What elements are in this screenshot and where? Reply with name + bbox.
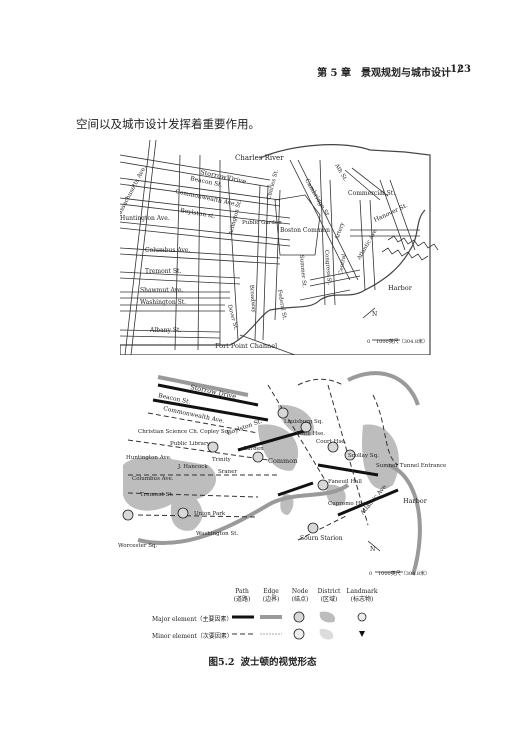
legend-col-node: Node(结点) xyxy=(291,588,309,603)
m2-trinity: Trinity xyxy=(212,457,232,463)
legend-col-landmark: Landmark(标志物) xyxy=(346,588,378,603)
m2-tremont: Tremont St. xyxy=(140,492,174,498)
boston-street-map: Charles River Storrow Drive Beacon St. C… xyxy=(120,140,439,355)
m2-boylston: Boylston St. xyxy=(226,418,263,437)
legend-row-minor: Minor element（次要因素） xyxy=(152,633,233,640)
label-central: Central xyxy=(338,254,348,276)
label-huntington: Huntington Ave. xyxy=(120,215,170,222)
m2-faneuil: Faneuil Hall xyxy=(328,479,362,485)
label-washington: Washington St. xyxy=(140,299,186,306)
m2-copley: Copley Sq. xyxy=(200,429,230,435)
m2-harbor: Harbor xyxy=(403,497,428,505)
legend-row-major: Major element（主要因素） xyxy=(152,616,233,623)
m2-christian: Christian Science Ch. xyxy=(138,429,199,435)
body-text: 空间以及城市设计发挥着重要作用。 xyxy=(76,117,260,131)
m2-atlantic: Atlantic Ave. xyxy=(359,482,390,517)
m2-columbus: Columbus Ave. xyxy=(132,476,174,482)
legend: Path(道路) Edge(边界) Node(结点) District(区域) … xyxy=(152,588,452,648)
scale-value-2: 1000英尺（304.8米） xyxy=(378,570,430,577)
m2-scollay: Scollay Sq. xyxy=(348,453,379,459)
label-albany: Albany St. xyxy=(149,327,181,334)
label-federal: Federal St. xyxy=(276,289,287,321)
label-commonwealth: Commonwealth Ave. xyxy=(175,188,238,208)
label-charles-river: Charles River xyxy=(235,154,284,162)
m2-huntington: Huntington Ave. xyxy=(126,455,172,461)
scale-bar-1: 0 1000英尺（304.8米） xyxy=(367,338,428,345)
label-harbor: Harbor xyxy=(388,284,413,292)
m2-hancock: J. Hancock xyxy=(177,464,208,470)
label-atlantic: Atlantic Ave. xyxy=(356,227,379,262)
m2-union-park: Union Park xyxy=(194,511,226,517)
caption-number: 图5.2 xyxy=(208,657,235,668)
m2-sumner: Sumner Tunnel Entrance xyxy=(376,463,446,469)
legend-col-path: Path(道路) xyxy=(233,588,251,603)
page-header: 第 5 章 景观规划与城市设计 / 123 xyxy=(0,64,525,84)
label-hanover: Hanover St. xyxy=(373,202,409,224)
legend-symbols xyxy=(232,611,367,640)
page-number: 123 xyxy=(450,64,471,75)
label-congress: Congress St. xyxy=(323,250,332,286)
label-broadway: Broadway xyxy=(248,285,256,314)
header-separator: / xyxy=(457,64,461,75)
label-summer: Summer St. xyxy=(298,255,307,289)
label-shawmut: Shawmut Ave. xyxy=(140,287,184,294)
label-boston-common: Boston Common xyxy=(280,227,330,234)
m2-court: Court Hse. xyxy=(316,439,347,445)
m2-washington: Washington St. xyxy=(196,531,238,537)
label-artery: Artery xyxy=(334,221,346,242)
legend-col-district: District(区域) xyxy=(317,588,341,603)
scale-zero-2: 0 xyxy=(369,571,372,577)
svg-text:N: N xyxy=(372,311,377,318)
caption-title: 波士顿的视觉形态 xyxy=(240,657,317,668)
legend-col-edge: Edge(边界) xyxy=(262,588,280,603)
m2-common: Common xyxy=(268,457,297,465)
scale-zero-1: 0 xyxy=(367,339,370,345)
boston-visual-form-map: Storrow Drive Beacon St. Commonwealth Av… xyxy=(118,371,446,577)
chapter-title: 第 5 章 景观规划与城市设计 xyxy=(317,68,451,79)
m2-cupromo: Cupromo Hse. xyxy=(328,501,368,507)
m2-library: Public Library xyxy=(170,441,211,447)
label-public-garden: Public Garden xyxy=(242,220,282,226)
scale-bar-2: 0 1000英尺（304.8米） xyxy=(369,570,430,577)
label-charles-st: Charles St. xyxy=(266,169,280,201)
m2-storrow: Storrow Drive xyxy=(190,383,237,401)
m2-louisburg: Louisburg Sq. xyxy=(284,419,323,425)
label-ath: Ath St. xyxy=(333,162,348,183)
figure-caption: 图5.2 波士顿的视觉形态 xyxy=(0,654,525,668)
north-arrow-1: N xyxy=(362,307,377,319)
north-arrow-2: N xyxy=(367,540,381,553)
m2-station: Sourn Starion xyxy=(300,535,343,542)
m2-state-house: State Hse. xyxy=(296,431,325,437)
label-tremont: Tremont St. xyxy=(145,268,181,275)
m2-worcester: Worcester Sq. xyxy=(118,543,158,549)
svg-text:N: N xyxy=(370,546,375,553)
label-fort-point: Fort Point Channel xyxy=(215,342,277,350)
m2-garden: Garden xyxy=(243,446,264,452)
scale-value-1: 1000英尺（304.8米） xyxy=(376,338,428,345)
m2-sraner: Sraner xyxy=(218,469,237,475)
label-commercial: Commercial St. xyxy=(348,190,395,197)
label-columbus: Columbus Ave. xyxy=(145,247,190,254)
